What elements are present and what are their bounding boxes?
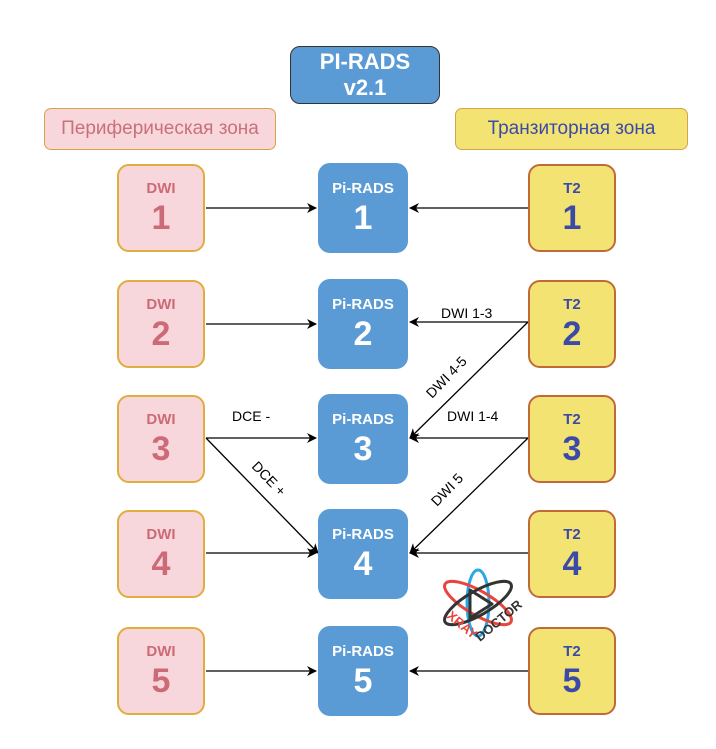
dwi-label: DWI xyxy=(146,296,176,313)
pirads-title: PI-RADS v2.1 xyxy=(290,46,440,104)
pirads-node-1: Pi-RADS 1 xyxy=(318,163,408,253)
pirads-node-2: Pi-RADS 2 xyxy=(318,279,408,369)
t2-value: 4 xyxy=(562,545,582,583)
t2-value: 3 xyxy=(562,430,582,468)
pirads-node-5: Pi-RADS 5 xyxy=(318,626,408,716)
pirads-label: Pi-RADS xyxy=(332,296,394,313)
edge-label-dwi-1-4: DWI 1-4 xyxy=(447,408,499,424)
dwi-node-3: DWI 3 xyxy=(117,395,205,483)
pirads-value: 1 xyxy=(353,199,373,237)
peripheral-zone-header: Периферическая зона xyxy=(44,108,276,150)
pirads-label: Pi-RADS xyxy=(332,526,394,543)
transition-zone-header: Транзиторная зона xyxy=(455,108,688,150)
pirads-value: 2 xyxy=(353,315,373,353)
pirads-label: Pi-RADS xyxy=(332,180,394,197)
xray-doctor-logo: XRAY DOCTOR xyxy=(443,568,525,644)
edge-label-dwi-4-5: DWI 4-5 xyxy=(423,353,470,401)
t2-value: 2 xyxy=(562,315,582,353)
edge-dwi3-pirads4 xyxy=(205,437,319,554)
dwi-node-4: DWI 4 xyxy=(117,510,205,598)
dwi-value: 1 xyxy=(151,199,171,237)
dwi-value: 4 xyxy=(151,545,171,583)
dwi-value: 3 xyxy=(151,430,171,468)
dwi-node-5: DWI 5 xyxy=(117,627,205,715)
t2-node-2: T2 2 xyxy=(528,280,616,368)
pirads-node-3: Pi-RADS 3 xyxy=(318,394,408,484)
title-line2: v2.1 xyxy=(343,75,387,100)
t2-node-3: T2 3 xyxy=(528,395,616,483)
t2-value: 1 xyxy=(562,199,582,237)
title-line1: PI-RADS xyxy=(319,49,411,74)
t2-label: T2 xyxy=(563,180,581,197)
dwi-value: 5 xyxy=(151,662,171,700)
dwi-label: DWI xyxy=(146,411,176,428)
logo-orbit-red xyxy=(443,579,513,627)
t2-label: T2 xyxy=(563,411,581,428)
logo-play-icon xyxy=(468,588,494,620)
pirads-label: Pi-RADS xyxy=(332,411,394,428)
t2-label: T2 xyxy=(563,296,581,313)
dwi-value: 2 xyxy=(151,315,171,353)
dwi-label: DWI xyxy=(146,180,176,197)
t2-label: T2 xyxy=(563,643,581,660)
edge-label-dce-neg: DCE - xyxy=(232,408,270,424)
pirads-label: Pi-RADS xyxy=(332,643,394,660)
dwi-node-1: DWI 1 xyxy=(117,164,205,252)
edge-label-dce-pos: DCE + xyxy=(249,458,289,499)
t2-value: 5 xyxy=(562,662,582,700)
dwi-label: DWI xyxy=(146,643,176,660)
pirads-value: 5 xyxy=(353,662,373,700)
t2-label: T2 xyxy=(563,526,581,543)
t2-node-5: T2 5 xyxy=(528,627,616,715)
pirads-value: 4 xyxy=(353,545,373,583)
edge-t2-2-pirads3 xyxy=(409,321,529,439)
dwi-node-2: DWI 2 xyxy=(117,280,205,368)
pirads-value: 3 xyxy=(353,430,373,468)
pirads-node-4: Pi-RADS 4 xyxy=(318,509,408,599)
t2-node-1: T2 1 xyxy=(528,164,616,252)
dwi-label: DWI xyxy=(146,526,176,543)
t2-node-4: T2 4 xyxy=(528,510,616,598)
edge-t2-3-pirads4 xyxy=(409,437,529,554)
edge-label-dwi-1-3: DWI 1-3 xyxy=(441,305,493,321)
